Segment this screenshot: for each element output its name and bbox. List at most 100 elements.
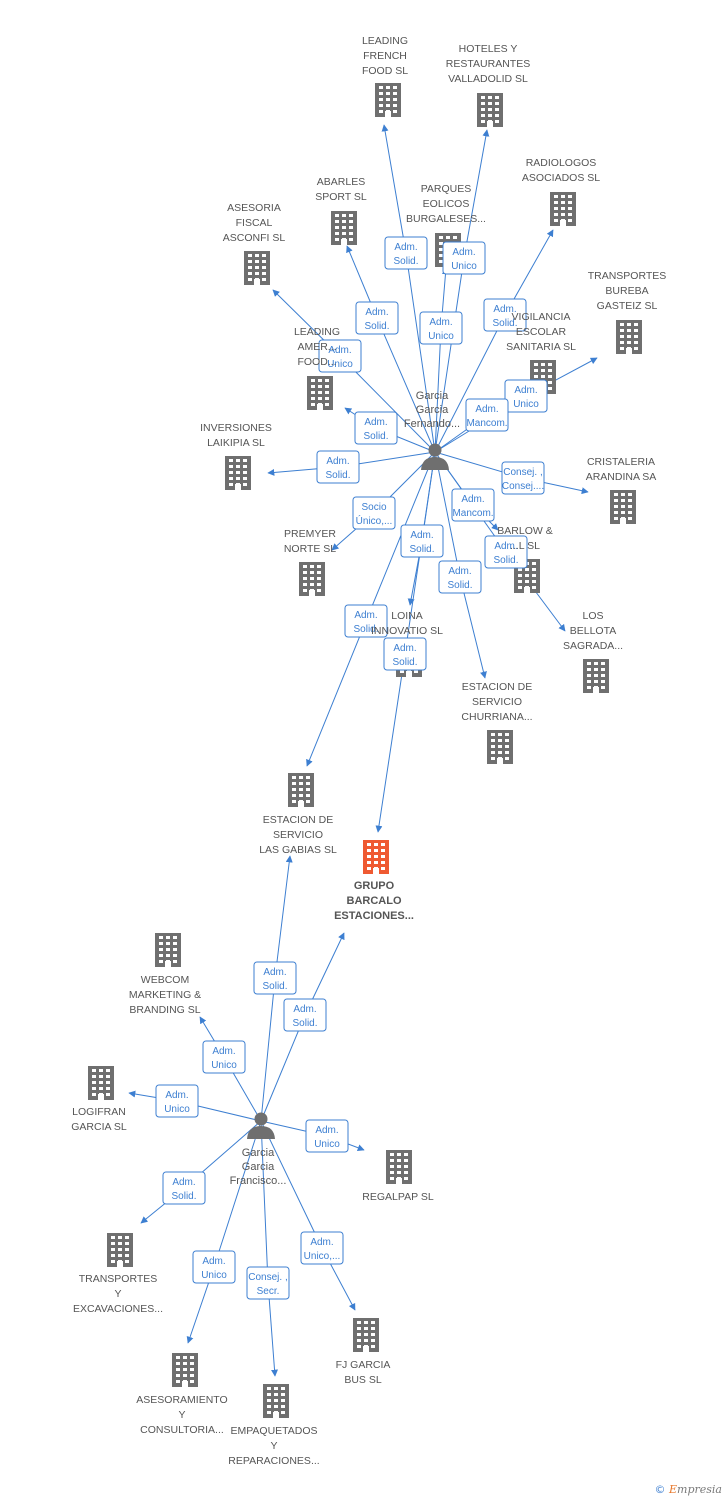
edge-role-text: Adm. <box>494 541 517 552</box>
edge-role-label[interactable]: Adm.Solid. <box>355 301 399 335</box>
company-building-icon[interactable] <box>550 192 576 226</box>
company-building-icon[interactable] <box>263 1384 289 1418</box>
edge-role-text: Adm. <box>475 404 498 415</box>
company-building-icon[interactable] <box>172 1353 198 1387</box>
edge-role-label[interactable]: Adm.Mancom. <box>465 398 509 432</box>
company-building-icon[interactable] <box>225 456 251 490</box>
edge-role-box <box>318 339 362 373</box>
edge-line <box>381 124 436 453</box>
edge-role-text: Adm. <box>452 247 475 258</box>
company-building-icon[interactable] <box>88 1066 114 1100</box>
edge-role-box <box>355 301 399 335</box>
edge-role-label[interactable]: Consej. ,Secr. <box>246 1266 290 1300</box>
edge-role-label[interactable]: Adm. Unico <box>442 241 486 275</box>
edge-role-label[interactable]: Adm. Unico <box>192 1250 236 1284</box>
company-name: Y <box>114 1288 121 1300</box>
company-name: BURGALESES... <box>406 213 486 225</box>
edge-role-text: Adm. <box>514 385 537 396</box>
company-building-icon[interactable] <box>299 562 325 596</box>
company-name: ABARLES <box>317 176 365 188</box>
company-name: TRANSPORTES <box>79 1273 158 1285</box>
edge-role-label[interactable]: Adm.Solid. <box>438 560 482 594</box>
edge-role-label[interactable]: Adm.Solid. <box>344 604 388 638</box>
edge-role-label[interactable]: Adm.Solid. <box>483 298 527 332</box>
company-building-icon[interactable] <box>307 376 333 410</box>
company-name: LAS GABIAS SL <box>259 844 337 856</box>
edge-role-text: Adm. <box>172 1177 195 1188</box>
edge-role-box <box>465 398 509 432</box>
company-name: CHURRIANA... <box>461 711 532 723</box>
company-building-icon[interactable] <box>244 251 270 285</box>
person-name: Garcia <box>242 1161 275 1173</box>
edge-role-box <box>344 604 388 638</box>
edge-role-label[interactable]: Adm. Unico <box>504 379 548 413</box>
company-name: ASCONFI SL <box>223 232 286 244</box>
edge-role-label[interactable]: Adm.Unico <box>202 1040 246 1074</box>
company-building-icon[interactable] <box>288 773 314 807</box>
person-icon[interactable] <box>247 1112 275 1140</box>
company-building-icon[interactable] <box>610 490 636 524</box>
edge-role-box <box>419 311 463 345</box>
company-building-icon[interactable] <box>353 1318 379 1352</box>
center-company-building-icon[interactable] <box>363 840 389 874</box>
company-building-icon[interactable] <box>487 730 513 764</box>
edge-role-label[interactable]: Adm.Solid. <box>383 637 427 671</box>
edge-role-label[interactable]: Adm.Solid. <box>400 524 444 558</box>
brand-name: mpresia <box>677 1483 722 1496</box>
edge-role-text: Adm. <box>493 304 516 315</box>
company-name: FOOD SL <box>362 65 408 77</box>
edge-role-label[interactable]: Adm.Unico <box>305 1119 349 1153</box>
company-name: FJ GARCIA <box>336 1359 391 1371</box>
edge-role-text: Adm. <box>448 566 471 577</box>
edge-p1-c1 <box>381 124 436 453</box>
company-building-icon[interactable] <box>616 320 642 354</box>
company-building-icon[interactable] <box>375 83 401 117</box>
person-icon[interactable] <box>421 443 449 471</box>
company-building-icon[interactable] <box>107 1233 133 1267</box>
edge-role-box <box>246 1266 290 1300</box>
edge-role-box <box>192 1250 236 1284</box>
edge-role-box <box>501 461 545 495</box>
edge-role-box <box>384 236 428 270</box>
edge-role-text: Unico <box>451 261 477 272</box>
company-name: FRENCH <box>363 50 407 62</box>
edge-role-box <box>352 496 396 530</box>
company-building-icon[interactable] <box>331 211 357 245</box>
edge-role-text: Adm. <box>202 1256 225 1267</box>
company-building-icon[interactable] <box>155 933 181 967</box>
edge-role-text: Adm. <box>394 242 417 253</box>
edge-role-text: Unico <box>201 1270 227 1281</box>
edge-role-text: Unico <box>513 399 539 410</box>
edge-role-label[interactable]: Adm.Solid. <box>316 450 360 484</box>
edge-role-label[interactable]: Adm.Solid. <box>253 961 297 995</box>
edge-role-label[interactable]: Adm.Unico <box>419 311 463 345</box>
edge-role-label[interactable]: Adm.Solid. <box>484 535 528 569</box>
center-company-name: BARCALO <box>347 895 402 907</box>
edge-role-label[interactable]: Adm.Solid. <box>283 998 327 1032</box>
company-building-icon[interactable] <box>583 659 609 693</box>
company-name: GASTEIZ SL <box>597 300 658 312</box>
center-company-name: ESTACIONES... <box>334 910 414 922</box>
company-name: VALLADOLID SL <box>448 73 528 85</box>
company-name: INNOVATIO SL <box>371 625 443 637</box>
edge-role-text: Adm. <box>328 345 351 356</box>
edge-role-label[interactable]: Adm.Solid. <box>354 411 398 445</box>
edge-role-box <box>316 450 360 484</box>
company-name: NORTE SL <box>284 543 336 555</box>
edge-role-label[interactable]: Adm.Mancom. <box>451 488 495 522</box>
edge-role-label[interactable]: Consej. ,Consej.... <box>501 461 545 495</box>
company-name: Y <box>270 1440 277 1452</box>
company-building-icon[interactable] <box>386 1150 412 1184</box>
edge-role-label[interactable]: Adm.Unico,... <box>300 1231 344 1265</box>
edge-role-label[interactable]: Adm.Solid. <box>162 1171 206 1205</box>
edge-role-text: Adm. <box>429 317 452 328</box>
edge-role-box <box>305 1119 349 1153</box>
edge-role-label[interactable]: Adm.Solid. <box>384 236 428 270</box>
edge-role-label[interactable]: Adm.Unico <box>155 1084 199 1118</box>
edge-role-label[interactable]: SocioÚnico,... <box>352 496 396 530</box>
company-building-icon[interactable] <box>477 93 503 127</box>
edge-role-text: Solid. <box>262 981 287 992</box>
edge-role-label[interactable]: Adm.Unico <box>318 339 362 373</box>
edge-role-text: Adm. <box>364 417 387 428</box>
